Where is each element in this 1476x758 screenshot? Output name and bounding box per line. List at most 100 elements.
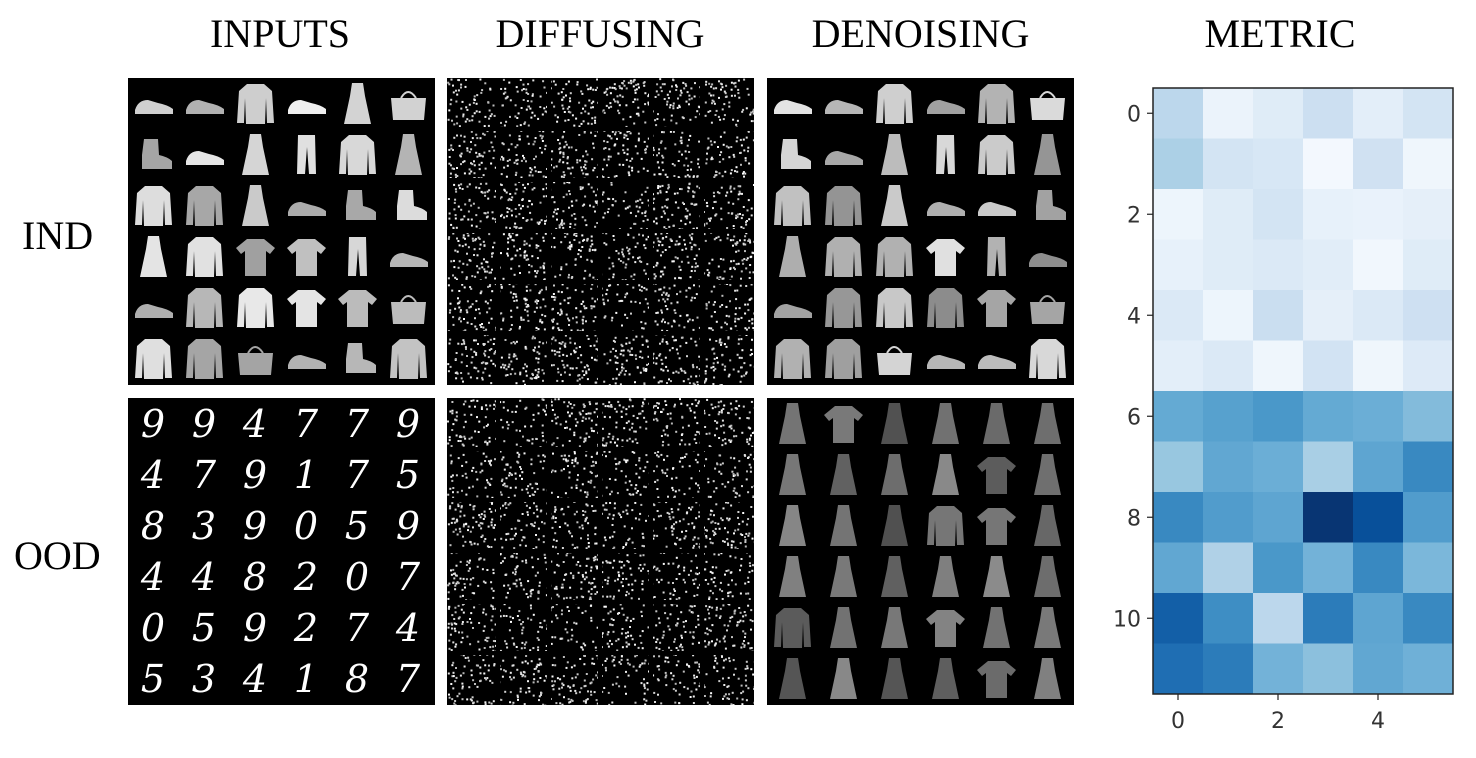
- panel-thumbnail: [781, 139, 811, 169]
- panel-ind-diffusing: [447, 78, 754, 385]
- panel-thumbnail: [830, 607, 857, 648]
- heatmap-cell: [1203, 290, 1254, 341]
- column-title-denoising: DENOISING: [811, 11, 1030, 56]
- panel-thumbnail: [978, 135, 1015, 175]
- panel-ind-inputs: [128, 78, 435, 385]
- panel-thumbnail: [1029, 339, 1066, 379]
- panel-thumbnail: [135, 339, 172, 379]
- heatmap-cell: [1253, 340, 1304, 392]
- panel-thumbnail: [397, 190, 427, 220]
- panel-thumbnail: [1034, 403, 1061, 444]
- heatmap-cell: [1403, 593, 1454, 644]
- panel-thumbnail: [926, 610, 965, 647]
- panel-thumbnail: [830, 556, 857, 597]
- digit-glyph: 4: [140, 555, 165, 599]
- panel-thumbnail: [186, 186, 223, 226]
- panel-thumbnail: [390, 339, 427, 379]
- panel-thumbnail: [135, 100, 173, 114]
- panel-thumbnail: [237, 84, 274, 124]
- digit-glyph: 1: [294, 453, 318, 497]
- panel-thumbnail: [186, 339, 223, 379]
- panel-thumbnail: [288, 100, 326, 114]
- panel-thumbnail: [287, 290, 326, 327]
- panel-thumbnail: [927, 202, 965, 216]
- heatmap-cell: [1353, 189, 1404, 240]
- heatmap-cell: [1353, 88, 1404, 139]
- panel-thumbnail: [881, 505, 908, 546]
- heatmap-cell: [1203, 189, 1254, 240]
- panel-thumbnail: [927, 288, 964, 328]
- panel-thumbnail: [830, 505, 857, 546]
- panel-thumbnail: [876, 288, 913, 328]
- heatmap-cell: [1353, 492, 1404, 543]
- digit-glyph: 9: [396, 504, 420, 548]
- panel-thumbnail: [390, 253, 428, 267]
- panel-thumbnail: [978, 355, 1016, 369]
- panel-thumbnail: [186, 237, 223, 277]
- panel-thumbnail: [825, 339, 862, 379]
- heatmap-cell: [1153, 542, 1204, 594]
- x-tick-label: 4: [1371, 709, 1385, 734]
- heatmap-cell: [1303, 643, 1354, 695]
- panel-thumbnail: [977, 457, 1016, 494]
- heatmap-cell: [1153, 593, 1204, 644]
- heatmap-cell: [1253, 138, 1304, 190]
- panel-thumbnail: [779, 658, 806, 699]
- digit-glyph: 7: [345, 453, 370, 497]
- panel-thumbnail: [142, 139, 172, 169]
- digit-glyph: 1: [294, 657, 318, 701]
- panel-thumbnail: [135, 186, 172, 226]
- digit-glyph: 3: [192, 657, 216, 701]
- heatmap-cell: [1203, 441, 1254, 493]
- digit-glyph: 0: [141, 606, 165, 650]
- heatmap-cell: [1353, 441, 1404, 493]
- panel-thumbnail: [339, 135, 376, 175]
- panel-thumbnail: [825, 151, 863, 165]
- heatmap-cell: [1303, 138, 1354, 190]
- digit-glyph: 5: [396, 453, 420, 497]
- panel-thumbnail: [391, 91, 426, 120]
- heatmap-cell: [1303, 189, 1354, 240]
- panel-thumbnail: [1034, 454, 1061, 495]
- heatmap-cell: [1303, 239, 1354, 291]
- panel-thumbnail: [1029, 253, 1067, 267]
- panel-thumbnail: [936, 135, 955, 174]
- panel-thumbnail: [1034, 607, 1061, 648]
- heatmap-cell: [1403, 391, 1454, 442]
- heatmap-cell: [1253, 391, 1304, 442]
- panel-thumbnail: [881, 556, 908, 597]
- panel-thumbnail: [824, 406, 863, 443]
- digit-glyph: 2: [293, 555, 318, 599]
- panel-thumbnail: [779, 403, 806, 444]
- heatmap-cell: [1403, 189, 1454, 240]
- panel-thumbnail: [287, 239, 326, 276]
- digit-glyph: 4: [140, 453, 165, 497]
- panel-thumbnail: [242, 185, 269, 226]
- heatmap-cell: [1253, 542, 1304, 594]
- panel-thumbnail: [774, 304, 812, 318]
- panel-thumbnail: [395, 134, 422, 175]
- heatmap-cell: [1253, 643, 1304, 695]
- panel-thumbnail: [932, 658, 959, 699]
- panel-thumbnail: [932, 454, 959, 495]
- panel-thumbnail: [978, 84, 1015, 124]
- heatmap-cell: [1353, 239, 1404, 291]
- panel-thumbnail: [881, 403, 908, 444]
- heatmap-cell: [1303, 441, 1354, 493]
- digit-glyph: 3: [192, 504, 216, 548]
- heatmap-cell: [1203, 239, 1254, 291]
- digit-glyph: 7: [396, 555, 421, 599]
- heatmap-cell: [1353, 593, 1404, 644]
- heatmap-cell: [1303, 542, 1354, 594]
- heatmap-cell: [1253, 593, 1304, 644]
- heatmap-cell: [1203, 542, 1254, 594]
- panel-ind-denoising: [767, 78, 1074, 385]
- digit-glyph: 8: [141, 504, 165, 548]
- digit-glyph: 9: [192, 402, 216, 446]
- heatmap-cell: [1353, 391, 1404, 442]
- panel-thumbnail: [877, 346, 912, 375]
- panel-thumbnail: [881, 607, 908, 648]
- digit-glyph: 4: [395, 606, 420, 650]
- heatmap-cell: [1403, 643, 1454, 695]
